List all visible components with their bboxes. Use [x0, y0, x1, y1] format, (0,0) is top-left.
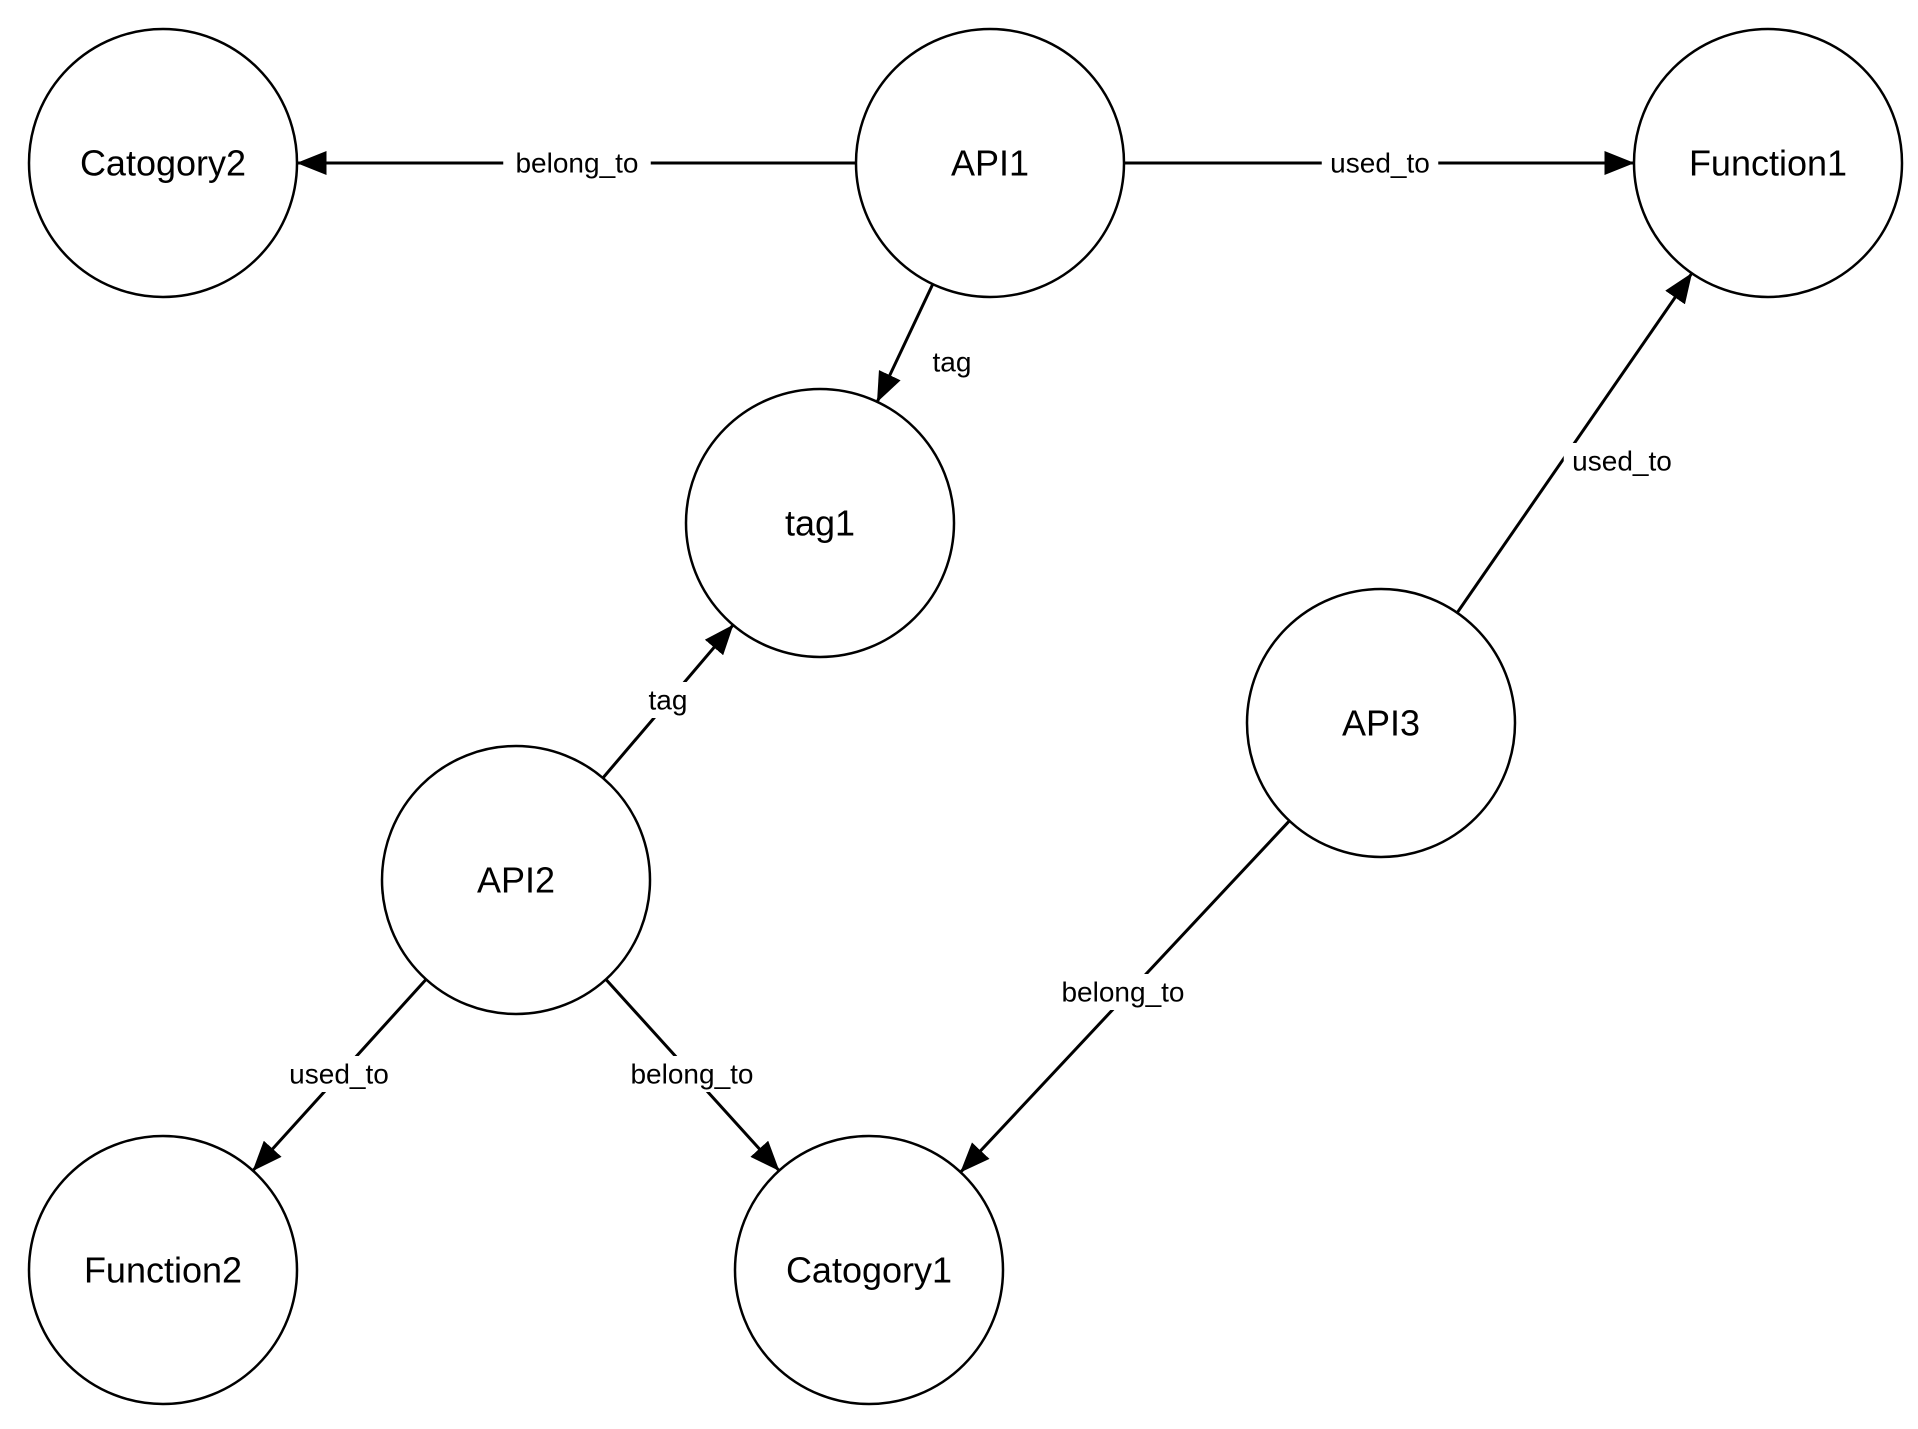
edge-label: used_to	[1572, 446, 1672, 477]
edge-api1-to-function1: used_to	[1124, 145, 1635, 181]
node-label: API3	[1342, 703, 1420, 744]
edge-label-background	[1321, 145, 1439, 181]
node-api1: API1	[854, 27, 1126, 299]
node-api2: API2	[380, 744, 652, 1016]
node-function2: Function2	[27, 1134, 299, 1406]
edge-label: belong_to	[1061, 977, 1184, 1008]
edge-label: tag	[649, 685, 688, 716]
node-label: tag1	[785, 503, 855, 544]
edge-label: used_to	[1330, 148, 1430, 179]
node-label: Catogory2	[80, 143, 246, 184]
edge-api1-to-catogory2: belong_to	[296, 145, 856, 181]
node-label: API1	[951, 143, 1029, 184]
node-circle	[1245, 587, 1517, 859]
edge-label-background	[924, 344, 980, 380]
edge-label-background	[1563, 443, 1681, 479]
edge-line	[876, 283, 935, 403]
node-label: Catogory1	[786, 1250, 952, 1291]
edge-api3-to-function1: used_to	[1455, 272, 1693, 614]
edge-api2-to-function2: used_to	[252, 978, 428, 1172]
node-tag1: tag1	[684, 387, 956, 659]
edge-label: tag	[933, 347, 972, 378]
edge-label: belong_to	[515, 148, 638, 179]
edge-api2-to-catogory1: belong_to	[604, 978, 780, 1172]
node-function1: Function1	[1632, 27, 1904, 299]
node-catogory2: Catogory2	[27, 27, 299, 299]
edge-label-background	[618, 1056, 766, 1092]
node-circle	[27, 1134, 299, 1406]
edge-label: belong_to	[630, 1059, 753, 1090]
node-catogory1: Catogory1	[733, 1134, 1005, 1406]
node-label: API2	[477, 860, 555, 901]
edge-api1-to-tag1: tag	[876, 283, 980, 403]
edge-label-background	[1049, 974, 1197, 1010]
node-label: Function2	[84, 1250, 242, 1291]
node-label: Function1	[1689, 143, 1847, 184]
edge-api2-to-tag1: tag	[601, 624, 734, 779]
node-circle	[733, 1134, 1005, 1406]
node-circle	[1632, 27, 1904, 299]
edge-label-background	[503, 145, 651, 181]
node-api3: API3	[1245, 587, 1517, 859]
edge-label: used_to	[289, 1059, 389, 1090]
edge-label-background	[280, 1056, 398, 1092]
node-circle	[684, 387, 956, 659]
node-circle	[380, 744, 652, 1016]
node-circle	[854, 27, 1126, 299]
edge-label-background	[640, 682, 696, 718]
edge-api3-to-catogory1: belong_to	[960, 819, 1291, 1173]
node-circle	[27, 27, 299, 299]
